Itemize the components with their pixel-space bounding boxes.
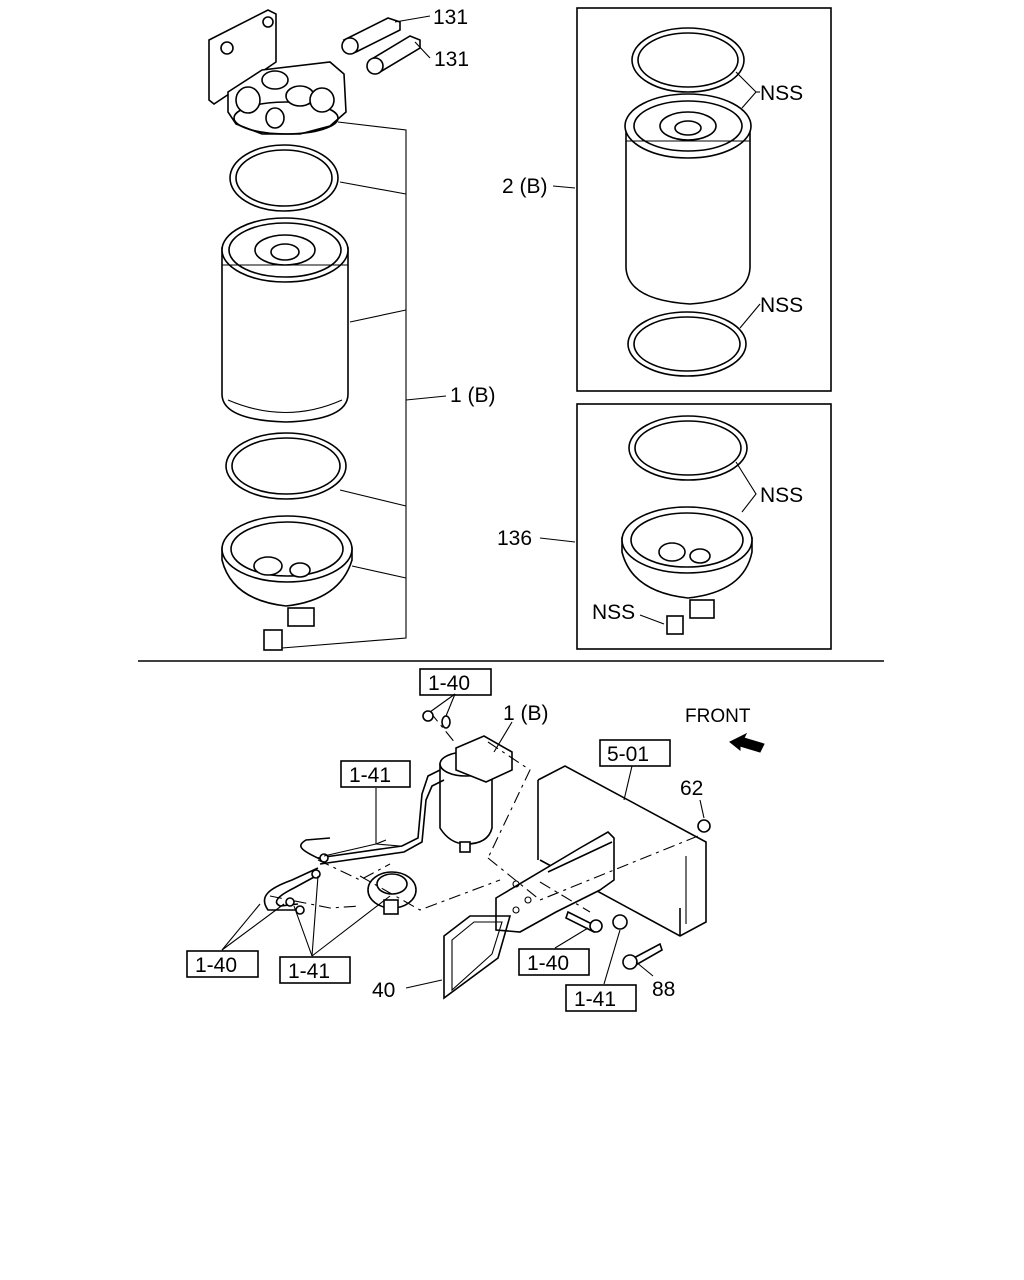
ref-box-5-01 bbox=[599, 739, 671, 767]
ref-label-5-01: 5-01 bbox=[607, 743, 649, 766]
box-136 bbox=[539, 403, 832, 650]
ref-box-1-41-right bbox=[565, 984, 637, 1012]
dashed-routing bbox=[269, 711, 699, 913]
leader-lines-lower bbox=[221, 693, 705, 985]
water-separator-bowl bbox=[221, 515, 353, 651]
label-40: 40 bbox=[372, 979, 395, 1002]
ref-box-1-40-right bbox=[518, 948, 590, 976]
ref-label-1-41-mid: 1-41 bbox=[288, 960, 330, 983]
priming-pump bbox=[367, 871, 417, 915]
box-2b bbox=[552, 7, 832, 392]
bowl-o-ring bbox=[225, 432, 347, 500]
label-1b-top: 1 (B) bbox=[450, 384, 496, 407]
ref-box-1-40-top bbox=[419, 668, 492, 696]
filter-cartridge bbox=[221, 217, 349, 423]
mounting-bracket-assembly bbox=[495, 831, 615, 933]
ref-label-1-41-left: 1-41 bbox=[349, 764, 391, 787]
front-arrow-icon bbox=[729, 732, 765, 753]
head-o-ring bbox=[229, 144, 339, 212]
ref-label-1-40-left: 1-40 bbox=[195, 954, 237, 977]
label-nss-3: NSS bbox=[760, 484, 803, 507]
label-131-b: 131 bbox=[434, 48, 469, 71]
label-1b-bottom: 1 (B) bbox=[503, 702, 549, 725]
label-2b: 2 (B) bbox=[502, 175, 548, 198]
fuel-filter-mounted bbox=[439, 735, 513, 853]
ref-box-1-40-left bbox=[186, 950, 259, 978]
filter-head bbox=[208, 9, 431, 135]
ref-box-1-41-mid bbox=[279, 956, 351, 984]
label-nss-2: NSS bbox=[760, 294, 803, 317]
label-88: 88 bbox=[652, 978, 675, 1001]
leader-1b-top bbox=[281, 121, 447, 649]
ref-label-1-40-right: 1-40 bbox=[527, 952, 569, 975]
frame-rail bbox=[537, 765, 707, 937]
label-62: 62 bbox=[680, 777, 703, 800]
label-front: FRONT bbox=[685, 706, 751, 727]
label-nss-1: NSS bbox=[760, 82, 803, 105]
label-136: 136 bbox=[497, 527, 532, 550]
ref-label-1-40-top: 1-40 bbox=[428, 672, 470, 695]
label-131-a: 131 bbox=[433, 6, 468, 29]
ref-box-1-41-left bbox=[340, 760, 411, 788]
fuel-lines bbox=[263, 769, 445, 911]
label-nss-4: NSS bbox=[592, 601, 635, 624]
part-40-bracket bbox=[405, 915, 512, 1000]
ref-label-1-41-right: 1-41 bbox=[574, 988, 616, 1011]
